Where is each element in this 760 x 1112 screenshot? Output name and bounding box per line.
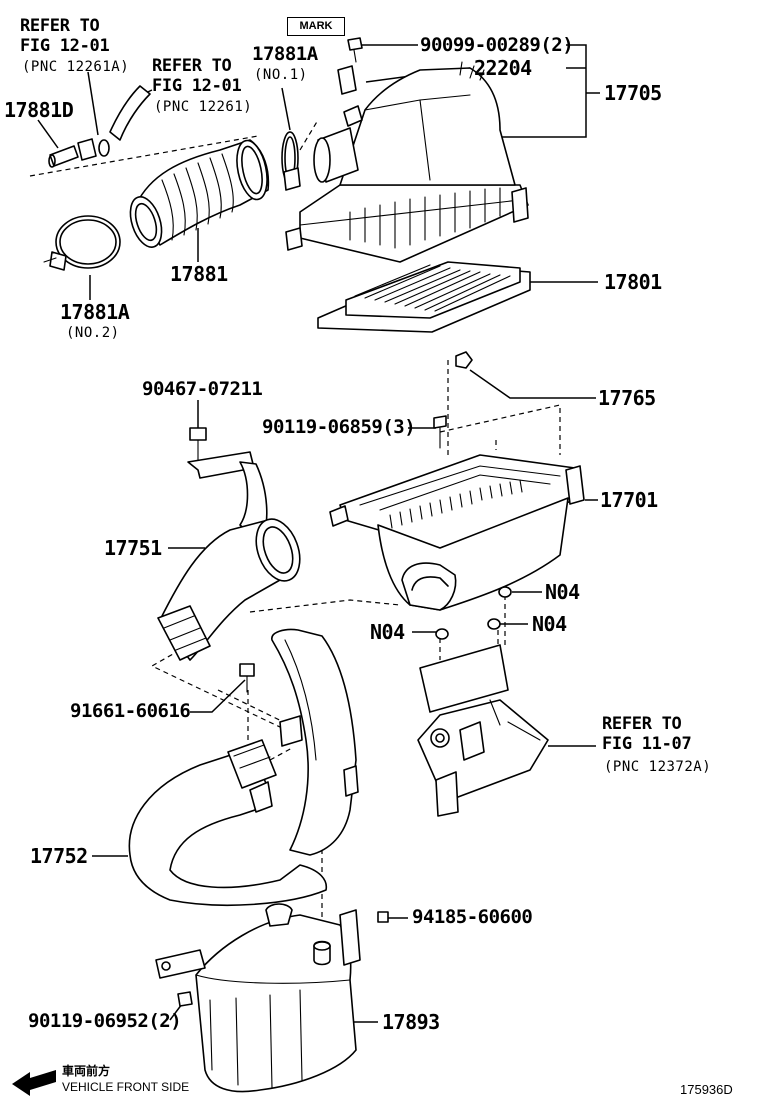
front-direction-jp: 車両前方 (62, 1064, 111, 1078)
leader-17881D (37, 119, 59, 149)
part-17881D: 17881D (4, 98, 74, 122)
leader-91661 (190, 679, 246, 713)
part-N04-upper: N04 (545, 580, 580, 604)
part-17801: 17801 (604, 270, 662, 294)
diagram-id: 175936D (680, 1082, 733, 1097)
leader-17705 (496, 44, 587, 138)
front-direction-en: VEHICLE FRONT SIDE (62, 1080, 190, 1094)
hose-17881D (48, 85, 151, 168)
part-N04-right: N04 (532, 612, 567, 636)
bolt-90099 (347, 37, 363, 63)
part-90119-06952: 90119-06952(2) (28, 1010, 182, 1032)
bolt-90467 (189, 427, 207, 461)
part-17701: 17701 (600, 488, 658, 512)
air-cleaner-cap-17705 (285, 61, 529, 263)
ref-12372a-line1: REFER TO (602, 714, 682, 734)
part-17705: 17705 (604, 81, 662, 105)
part-94185-60600: 94185-60600 (412, 906, 533, 928)
part-17881A-no2-sub: (NO.2) (66, 325, 120, 341)
intake-hose-17881 (129, 139, 270, 248)
part-90099-00289: 90099-00289(2) (420, 34, 574, 56)
duct-17752 (128, 628, 359, 906)
part-17765: 17765 (598, 386, 656, 410)
ref-12261-line2: FIG 12-01 (152, 76, 242, 96)
part-17751: 17751 (104, 536, 162, 560)
resonator-17893 (155, 903, 389, 1093)
grommets-N04 (435, 586, 512, 640)
ref-12261a-line1: REFER TO (20, 16, 100, 36)
part-17752: 17752 (30, 844, 88, 868)
nut-17765 (455, 351, 473, 369)
clamp-17881A-no2 (43, 215, 121, 271)
ref-12372a-line2: FIG 11-07 (602, 734, 692, 754)
part-17893: 17893 (382, 1010, 440, 1034)
air-cleaner-case-17701 (329, 454, 585, 611)
ref-12372a-line3: (PNC 12372A) (604, 759, 712, 775)
inlet-duct-17751 (157, 451, 301, 661)
leader-ref-12261a (87, 71, 99, 136)
assembly-dashes (29, 119, 561, 942)
part-N04-left: N04 (370, 620, 405, 644)
mount-bracket (417, 644, 549, 817)
leader-17765 (469, 369, 596, 399)
part-91661-60616: 91661-60616 (70, 700, 191, 722)
part-22204: 22204 (474, 56, 532, 80)
front-direction-arrow-icon (12, 1070, 56, 1096)
part-90467-07211: 90467-07211 (142, 378, 263, 400)
ref-12261a-line2: FIG 12-01 (20, 36, 110, 56)
ref-12261a-line3: (PNC 12261A) (22, 59, 130, 75)
leader-17881A-1 (281, 87, 291, 131)
bolt-90119a (433, 415, 447, 449)
part-17881A-no2: 17881A (60, 300, 130, 324)
part-17881: 17881 (170, 262, 228, 286)
mark-label-box: MARK (287, 17, 345, 36)
bolt-91661 (239, 663, 255, 693)
filter-element-17801 (317, 261, 531, 333)
part-90119-06859: 90119-06859(3) (262, 416, 416, 438)
ref-12261-line1: REFER TO (152, 56, 232, 76)
part-17881A-no1-sub: (NO.1) (254, 67, 308, 83)
part-17881A-no1: 17881A (252, 43, 318, 65)
ref-12261-line3: (PNC 12261) (154, 99, 253, 115)
clamp-17881A-no1 (281, 131, 301, 191)
